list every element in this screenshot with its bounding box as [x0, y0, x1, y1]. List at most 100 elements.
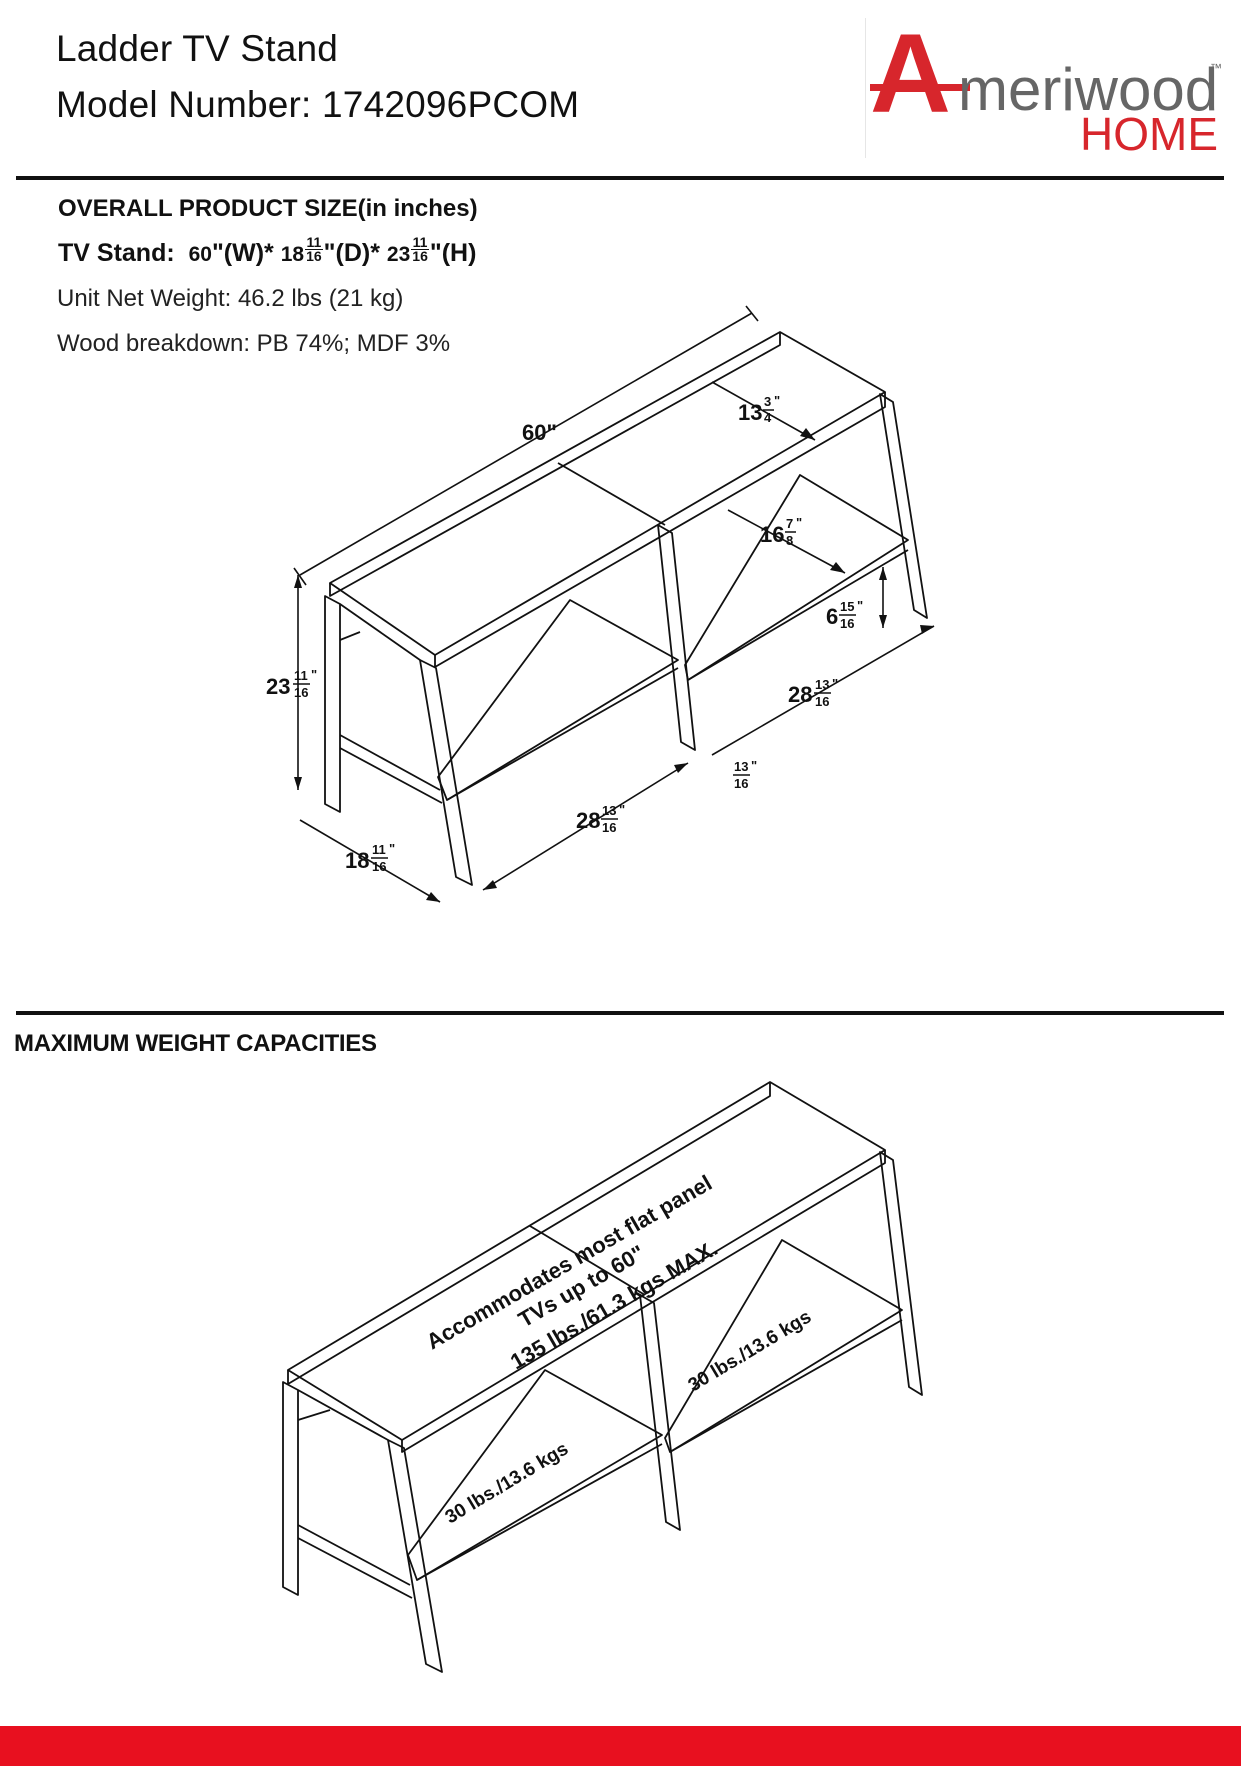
- product-name: Ladder TV Stand: [56, 28, 339, 69]
- svg-text:16: 16: [372, 859, 386, 874]
- dim-tick-width-left: [293, 567, 307, 586]
- wc-left-front-leg: [387, 1439, 443, 1673]
- svg-text:18: 18: [345, 848, 369, 873]
- label-left-opening: 28 13 16 ": [576, 802, 625, 835]
- right-front-leg: [879, 393, 928, 619]
- dimension-diagram: 60" 13 3 4 " 16 7 8 " 6 15 16 " 23 11 16: [266, 305, 935, 903]
- svg-text:16: 16: [734, 776, 748, 791]
- svg-text:": ": [796, 515, 802, 530]
- arrow-height-top: [294, 575, 302, 588]
- svg-text:23: 23: [266, 674, 290, 699]
- svg-text:13: 13: [815, 677, 829, 692]
- label-divider: 13 16 ": [733, 758, 757, 791]
- logo-a-swoosh: [870, 84, 970, 91]
- wc-left-lower-shelf: [407, 1369, 663, 1581]
- unit-net-weight: Unit Net Weight: 46.2 lbs (21 kg): [57, 285, 404, 312]
- left-side-rail: [339, 603, 421, 661]
- wc-middle-front-leg: [639, 1294, 681, 1531]
- dim-line-left-opening: [482, 762, 689, 891]
- dim-line-width: [299, 312, 753, 576]
- depth-value: 18: [280, 243, 305, 266]
- left-back-leg: [324, 595, 341, 813]
- left-inner-back: [339, 631, 361, 641]
- left-brace-2: [339, 747, 443, 804]
- wc-top-seam: [529, 1225, 646, 1296]
- svg-text:6: 6: [826, 604, 838, 629]
- model-number: Model Number: 1742096PCOM: [56, 84, 580, 125]
- wc-left-inner-back: [297, 1409, 331, 1421]
- logo-home: HOME: [1080, 108, 1218, 160]
- lower-shelf-front-left: [446, 667, 679, 801]
- weight-capacities-heading: MAXIMUM WEIGHT CAPACITIES: [14, 1030, 377, 1057]
- left-front-leg: [419, 659, 473, 886]
- svg-text:28: 28: [576, 808, 600, 833]
- arrow-height-bottom: [294, 777, 302, 790]
- label-height: 23 11 16 ": [266, 667, 317, 700]
- width-unit: "(W)*: [211, 239, 274, 267]
- wc-left-brace: [297, 1524, 411, 1586]
- svg-text:": ": [311, 667, 317, 682]
- dim-line-depth: [299, 819, 441, 903]
- svg-text:3: 3: [764, 394, 771, 409]
- right-shelf-capacity: 30 lbs./13.6 kgs: [685, 1306, 815, 1396]
- wc-left-side-rail: [297, 1389, 389, 1441]
- logo-a-letter: A: [870, 14, 951, 136]
- left-lower-shelf: [437, 599, 679, 801]
- arrow-left-opening-end: [674, 763, 688, 773]
- logo-divider: [865, 18, 866, 158]
- wood-breakdown: Wood breakdown: PB 74%; MDF 3%: [57, 330, 451, 357]
- svg-text:28: 28: [788, 682, 812, 707]
- dim-line-right-opening: [711, 625, 935, 756]
- label-shelf-depth: 16 7 8 ": [760, 515, 802, 548]
- svg-text:4: 4: [764, 410, 772, 425]
- weight-capacity-diagram: Accommodates most flat panel TVs up to 6…: [282, 1081, 923, 1673]
- overall-size-heading: OVERALL PRODUCT SIZE(in inches): [58, 195, 478, 222]
- left-brace: [339, 734, 441, 791]
- svg-text:": ": [774, 393, 780, 408]
- middle-front-leg: [657, 524, 696, 751]
- logo-trademark: ™: [1210, 61, 1222, 75]
- logo-meriwood: meriwood: [958, 56, 1218, 123]
- arrow-left-opening-start: [483, 880, 497, 890]
- height-unit: "(H): [429, 239, 477, 267]
- label-width: 60": [522, 420, 557, 445]
- top-seam: [557, 462, 666, 526]
- wc-left-brace-2: [297, 1537, 413, 1599]
- label-right-opening: 28 13 16 ": [788, 676, 838, 709]
- svg-text:": ": [619, 802, 625, 817]
- svg-text:13: 13: [734, 759, 748, 774]
- svg-text:16: 16: [294, 685, 308, 700]
- svg-text:16: 16: [815, 694, 829, 709]
- svg-text:11: 11: [294, 668, 308, 683]
- lower-shelf-front-right: [687, 549, 909, 681]
- svg-text:": ": [857, 598, 863, 613]
- width-value: 60: [188, 243, 212, 266]
- ameriwood-home-logo: A meriwood ™ HOME: [870, 14, 1222, 160]
- svg-text:13: 13: [602, 803, 616, 818]
- svg-text:8: 8: [786, 533, 793, 548]
- svg-text:15: 15: [840, 599, 854, 614]
- wc-shelf-front-left: [416, 1443, 663, 1581]
- svg-text:16: 16: [760, 522, 784, 547]
- arrow-top-depth: [800, 428, 815, 440]
- wc-top-back-rail: [287, 1082, 771, 1385]
- arrow-clearance-bottom: [879, 615, 887, 628]
- arrow-shelf-depth: [830, 562, 845, 573]
- svg-text:": ": [832, 676, 838, 691]
- tv-stand-label: TV Stand:: [58, 239, 175, 267]
- svg-text:16: 16: [602, 820, 616, 835]
- header-rule: [16, 176, 1224, 180]
- wc-left-back-leg: [282, 1381, 299, 1596]
- svg-text:7: 7: [786, 516, 793, 531]
- brand-footer-bar: [0, 1726, 1241, 1766]
- dim-line-top-depth: [711, 381, 816, 441]
- arrow-right-opening-end: [920, 625, 934, 634]
- svg-text:16: 16: [840, 616, 854, 631]
- right-lower-shelf: [684, 474, 909, 681]
- label-clearance: 6 15 16 ": [826, 598, 863, 631]
- svg-text:": ": [751, 758, 757, 773]
- wc-shelf-front-right: [669, 1319, 903, 1453]
- dim-tick-width-right: [745, 305, 759, 322]
- label-depth: 18 11 16 ": [345, 841, 395, 874]
